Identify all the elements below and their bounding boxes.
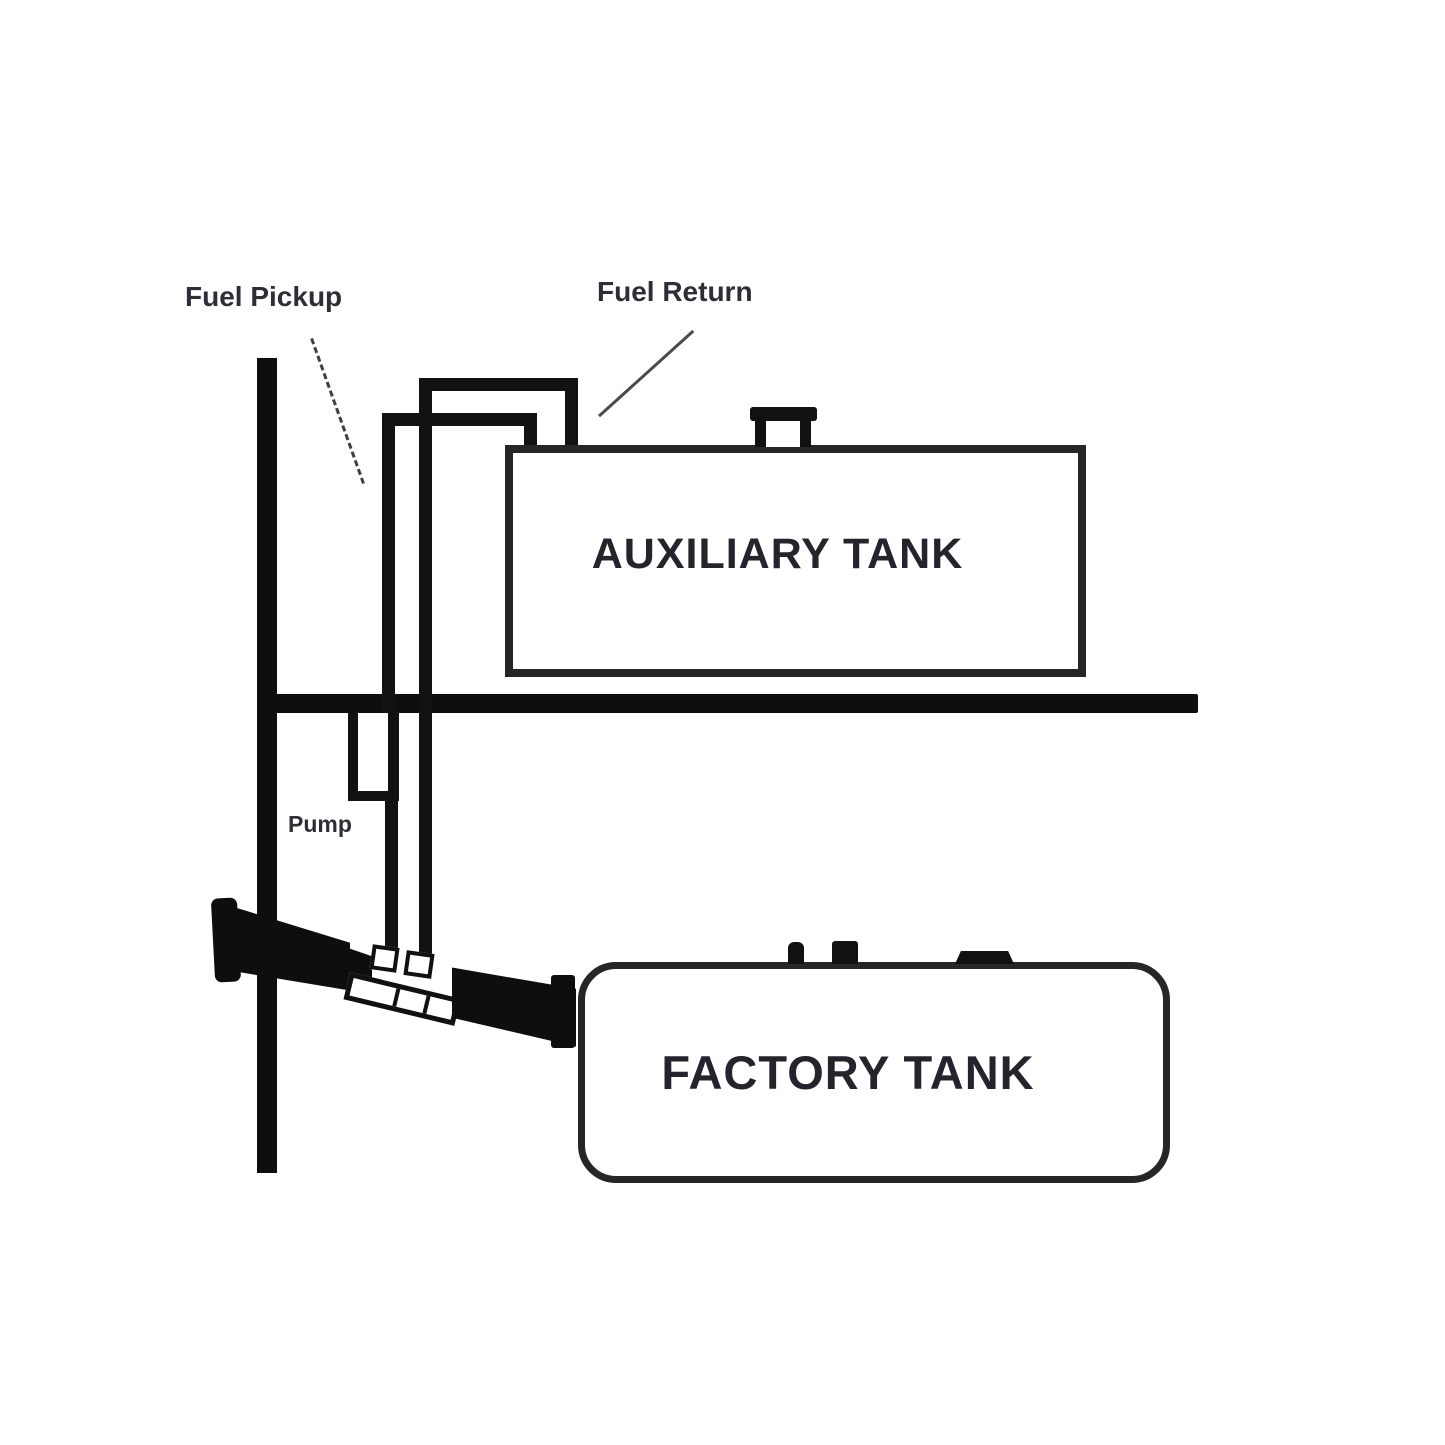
auxiliary-tank-label: AUXILIARY TANK xyxy=(591,529,964,578)
connector-tube xyxy=(343,972,461,1026)
auxiliary-tank-filler-neck xyxy=(755,419,811,447)
fuel-pickup-line-below-pump xyxy=(385,798,398,956)
fuel-pickup-leader-line xyxy=(310,338,365,484)
fuel-pickup-label: Fuel Pickup xyxy=(185,281,343,312)
fuel-return-label: Fuel Return xyxy=(597,276,753,307)
fuel-return-line-vertical-left xyxy=(419,378,432,958)
hose-clamp-line xyxy=(391,988,401,1007)
filler-hose-front-section xyxy=(236,907,350,991)
pickup-line-fitting xyxy=(369,944,400,973)
frame-rail-horizontal xyxy=(258,694,1198,713)
factory-tank-label: FACTORY TANK xyxy=(661,1046,1035,1099)
hose-end-connector xyxy=(551,975,575,1048)
factory-tank: FACTORY TANK xyxy=(578,962,1170,1183)
fuel-pickup-line-vertical-right xyxy=(524,413,537,450)
return-line-fitting xyxy=(403,950,435,979)
factory-tank-fitting-1 xyxy=(788,942,804,964)
auxiliary-tank: AUXILIARY TANK xyxy=(505,445,1086,677)
fuel-pickup-line-horizontal xyxy=(382,413,537,426)
factory-tank-fitting-3 xyxy=(955,951,1014,964)
fuel-pickup-line-vertical-left xyxy=(382,413,395,713)
frame-rail-vertical xyxy=(257,358,277,1173)
fuel-pump xyxy=(348,713,399,801)
factory-tank-fitting-2 xyxy=(832,941,858,964)
fuel-return-line-horizontal xyxy=(419,378,578,391)
fuel-return-leader-line xyxy=(598,329,695,418)
hose-clamp-line xyxy=(422,995,431,1014)
pump-label: Pump xyxy=(288,811,352,837)
filler-cap xyxy=(750,407,817,421)
fuel-return-line-vertical-right xyxy=(565,378,578,450)
